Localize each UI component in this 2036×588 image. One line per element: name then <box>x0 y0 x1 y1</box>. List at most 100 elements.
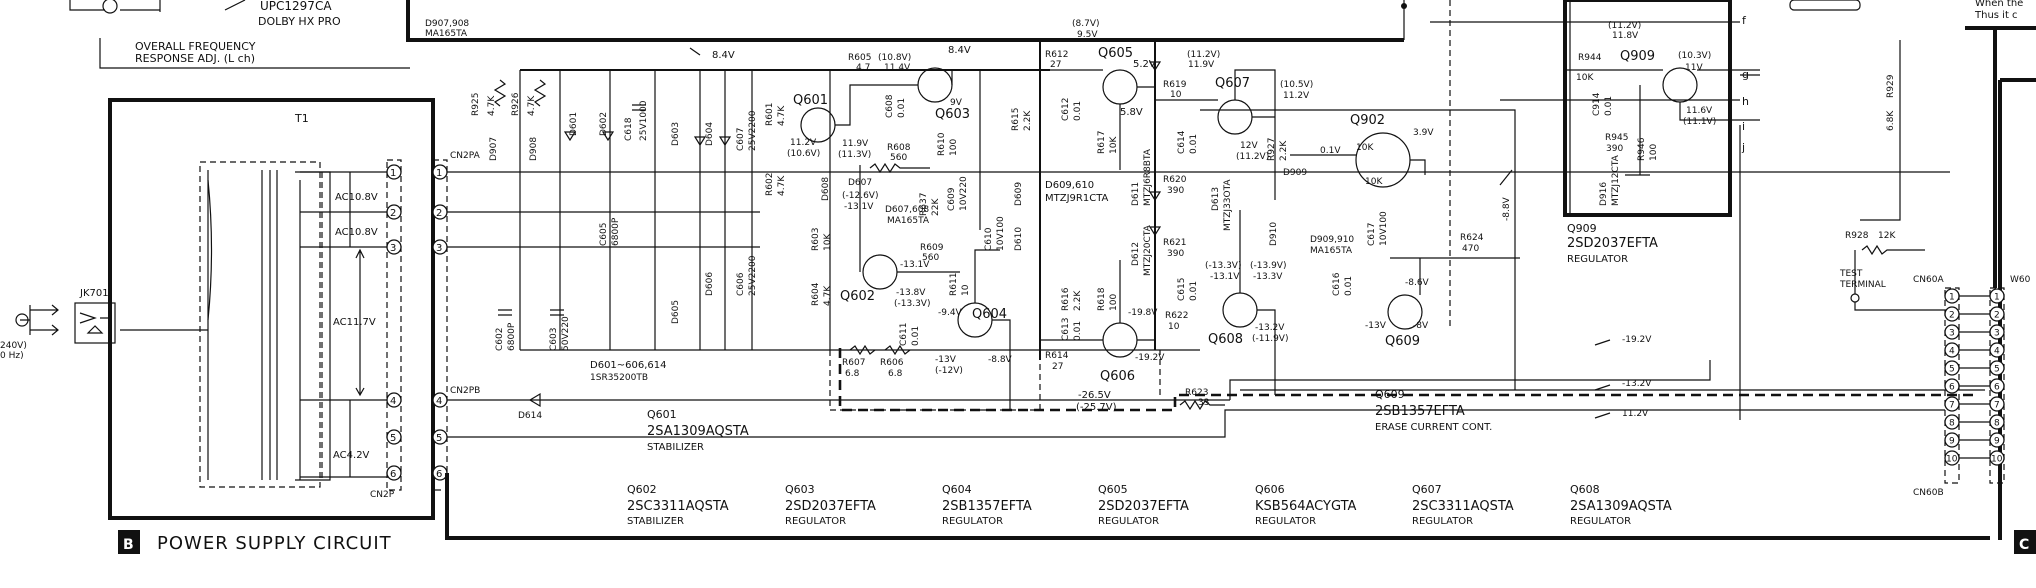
q602-v3: (-13.3V) <box>894 299 930 309</box>
c605-value: 6800P <box>611 217 621 246</box>
r610-value: 100 <box>949 139 959 156</box>
r624-ref: R624 <box>1460 233 1484 243</box>
q601-label: Q601 <box>793 93 828 108</box>
c613-ref: C613 <box>1061 318 1071 341</box>
r927-ref: R927 <box>1267 138 1277 161</box>
q609-v3: -8V <box>1413 321 1429 331</box>
c610-ref: C610 <box>984 227 994 251</box>
q601-v2: (10.6V) <box>787 149 820 159</box>
r925-value: 4.7K <box>487 95 497 116</box>
r608-ref: R608 <box>887 143 911 153</box>
r616-value: 2.2K <box>1073 290 1083 311</box>
q604-v1: -9.4V <box>938 308 963 318</box>
regulator-block-2: (8.7V) 9.5V R612 27 Q605 5.2V R615 2.2K … <box>1011 19 1165 413</box>
pa-pin-1: 1 <box>436 168 442 179</box>
r620-value: 390 <box>1167 186 1184 196</box>
c613-value: 0.01 <box>1073 321 1083 341</box>
cn2pb-label: CN2PB <box>450 386 480 396</box>
rail-9-5v: 9.5V <box>1077 30 1098 40</box>
rail-i: i <box>1742 120 1745 133</box>
q605-label: Q605 <box>1098 46 1133 61</box>
d907-ref: D907 <box>489 137 499 161</box>
q909-desc-role: REGULATOR <box>1567 254 1628 265</box>
q909-v6: (11.1V) <box>1683 117 1716 127</box>
q902-r2: 10K <box>1365 177 1383 187</box>
d909-910-type: MA165TA <box>1310 246 1353 256</box>
c914-value: 0.01 <box>1604 96 1614 116</box>
pa-pin-3: 3 <box>436 243 442 254</box>
q604-desc-part: 2SB1357EFTA <box>942 499 1032 514</box>
r925-ref: R925 <box>471 93 481 116</box>
q607-label: Q607 <box>1215 76 1250 91</box>
d607-608-ref: D607,608 <box>885 205 929 215</box>
q606-v1: -19.8V <box>1128 308 1158 318</box>
regulator-block-1: Q601 11.2V (10.6V) 11.9V (11.3V) R605 (1… <box>787 45 1041 411</box>
jack-label: JK701 <box>79 288 109 299</box>
q902-r1: 10K <box>1356 143 1374 153</box>
q603-label: Q603 <box>935 107 970 122</box>
cn60-pin-3: 3 <box>1949 329 1955 339</box>
c602-value: 6800P <box>507 322 517 351</box>
q606-v4: (-25.7V) <box>1076 402 1117 413</box>
r621-ref: R621 <box>1163 238 1186 248</box>
c609-ref: C609 <box>947 187 957 211</box>
power-supply-box: 240V) 0 Hz) JK701 T1 AC10.8V AC10.8V AC1… <box>0 98 435 520</box>
q602-symbol <box>862 254 898 290</box>
q608-v6: (-11.9V) <box>1252 334 1288 344</box>
r604-value: 4.7K <box>823 285 833 306</box>
d910-ref: D910 <box>1269 222 1279 246</box>
q606-label: Q606 <box>1100 369 1135 384</box>
c614-value: 0.01 <box>1189 134 1199 154</box>
q603-symbol <box>917 67 953 103</box>
q902-v1: 0.1V <box>1320 146 1341 156</box>
cn60-pin-5: 5 <box>1949 365 1955 375</box>
rail-voltages: -19.2V -13.2V 11.2V <box>1594 335 1652 419</box>
q607-v5: 12V <box>1240 141 1258 151</box>
q609-desc-part: 2SB1357EFTA <box>1375 404 1465 419</box>
pa-pin-5: 5 <box>436 433 442 444</box>
d916-ref: D916 <box>1599 182 1609 206</box>
cn60a-label: CN60A <box>1913 275 1944 285</box>
c611-ref: C611 <box>899 323 909 346</box>
d603-ref: D603 <box>671 122 681 146</box>
rail-g: g <box>1742 68 1749 81</box>
rail-8-7v: (8.7V) <box>1072 19 1100 29</box>
r605-ref: R605 <box>848 53 871 63</box>
q604-v3: (-12V) <box>935 366 963 376</box>
c606-value: 25V2200 <box>748 255 758 296</box>
pin-2: 2 <box>390 208 396 219</box>
r605-v2: 11.4V <box>884 63 911 73</box>
d612-ref: D612 <box>1131 242 1141 266</box>
q607-desc-part: 2SC3311AQSTA <box>1412 499 1514 514</box>
r603-value: 10K <box>823 233 833 251</box>
adj-label-1: OVERALL FREQUENCY <box>135 40 256 53</box>
r604-ref: R604 <box>811 282 821 306</box>
q608-v5: -13.2V <box>1255 323 1285 333</box>
footer: B POWER SUPPLY CIRCUIT C <box>118 530 2036 554</box>
r608-value: 560 <box>890 153 907 163</box>
q607-symbol <box>1217 99 1253 135</box>
q607-v6: (11.2V) <box>1236 152 1269 162</box>
d609-610-ref: D609,610 <box>1045 180 1094 191</box>
q909-desc-part: 2SD2037EFTA <box>1567 236 1658 251</box>
q601-v4: (11.3V) <box>838 150 871 160</box>
d907-908-type: MA165TA <box>425 29 468 39</box>
rail-letters: f g h i j <box>1430 0 1861 420</box>
r603-ref: R603 <box>811 228 821 251</box>
q605-v1: 5.2V <box>1133 59 1156 70</box>
rectifier-type: 1SR35200TB <box>590 373 648 383</box>
q609-desc-ref: Q609 <box>1375 388 1405 401</box>
d611-ref: D611 <box>1131 182 1141 206</box>
d609-610-type: MTZJ9R1CTA <box>1045 193 1109 204</box>
q608-v1: (-13.3V) <box>1205 261 1241 271</box>
pa-pin-2: 2 <box>436 208 442 219</box>
c914-ref: C914 <box>1592 92 1602 116</box>
q603-desc-role: REGULATOR <box>785 516 846 527</box>
w60-pin-10: 10 <box>1991 455 2003 465</box>
r612-value: 27 <box>1050 60 1061 70</box>
r614-ref: R614 <box>1045 351 1069 361</box>
q902-v2: 3.9V <box>1413 128 1434 138</box>
q601-v1: 11.2V <box>790 138 817 148</box>
r926-value: 4.7K <box>527 95 537 116</box>
